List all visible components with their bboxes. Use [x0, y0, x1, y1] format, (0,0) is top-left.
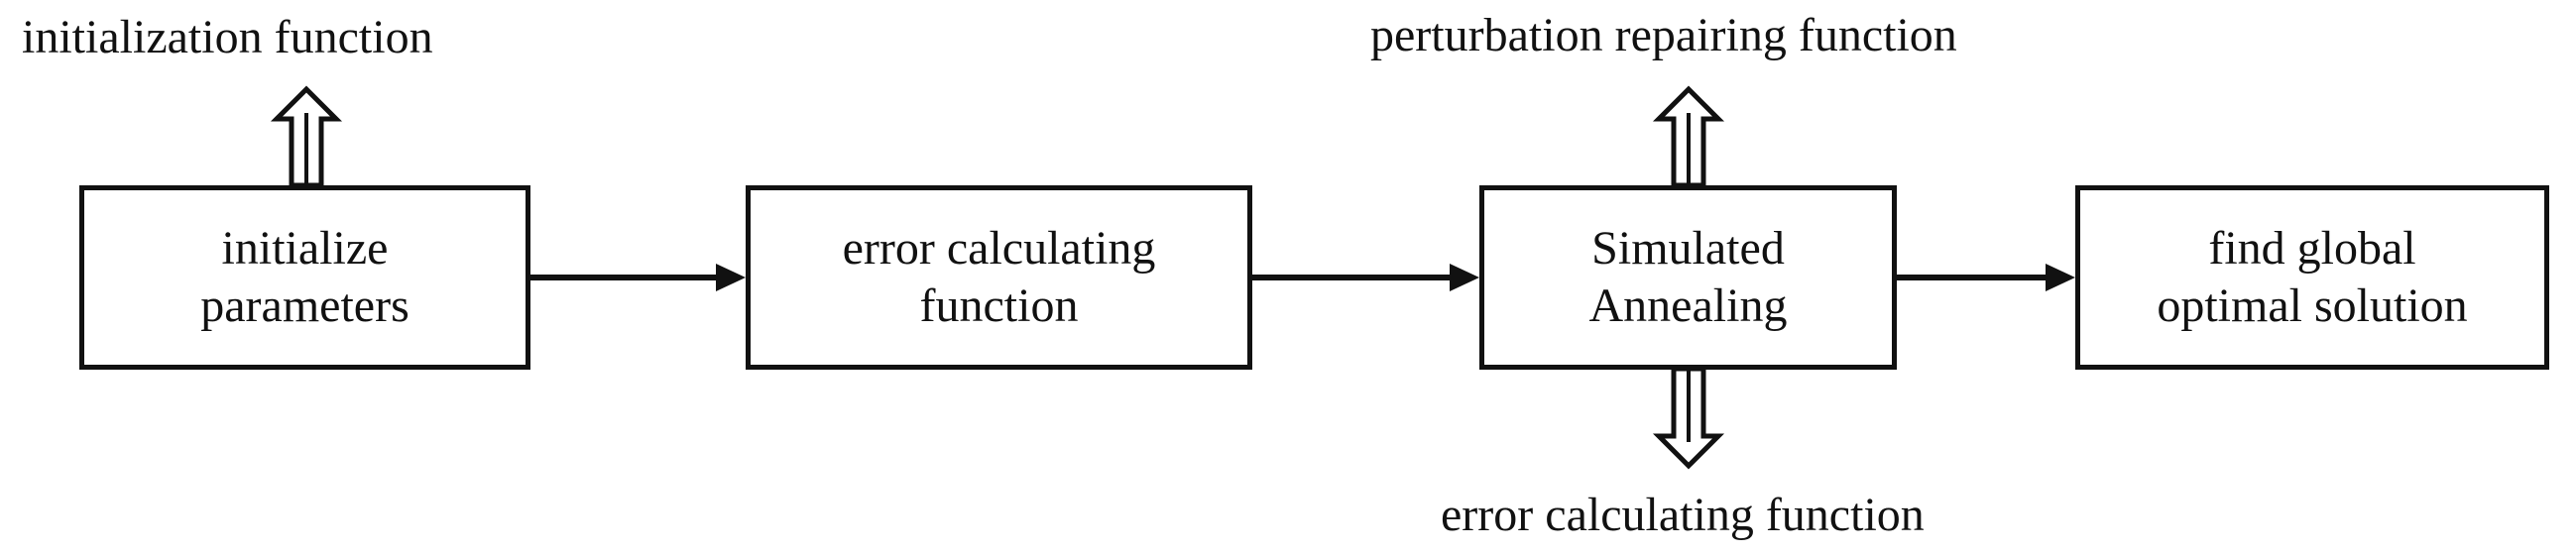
hollow-arrow-up-perturbation: [1652, 85, 1725, 188]
arrow-initialize-to-error: [530, 264, 746, 291]
label-initialization-function: initialization function: [22, 11, 433, 63]
box-simulated-annealing-line-2: Annealing: [1588, 279, 1788, 332]
box-error-calculating-function-line-1: error calculating: [842, 222, 1156, 275]
hollow-arrow-down-error: [1652, 366, 1725, 470]
box-simulated-annealing: Simulated Annealing: [1479, 185, 1897, 370]
box-find-global-optimal-solution-line-2: optimal solution: [2157, 279, 2468, 332]
box-simulated-annealing-line-1: Simulated: [1591, 222, 1785, 275]
box-find-global-optimal-solution: find global optimal solution: [2075, 185, 2549, 370]
box-initialize-parameters: initialize parameters: [79, 185, 530, 370]
arrow-annealing-to-solution: [1897, 264, 2075, 291]
box-initialize-parameters-line-1: initialize: [221, 222, 389, 275]
arrow-error-to-annealing: [1252, 264, 1479, 291]
box-find-global-optimal-solution-line-1: find global: [2208, 222, 2416, 275]
box-error-calculating-function: error calculating function: [746, 185, 1252, 370]
label-perturbation-repairing-function: perturbation repairing function: [1370, 9, 1957, 61]
box-initialize-parameters-line-2: parameters: [200, 279, 410, 332]
box-error-calculating-function-line-2: function: [919, 279, 1079, 332]
hollow-arrow-up-initialization: [270, 85, 343, 188]
label-error-calculating-function-output: error calculating function: [1441, 489, 1925, 541]
